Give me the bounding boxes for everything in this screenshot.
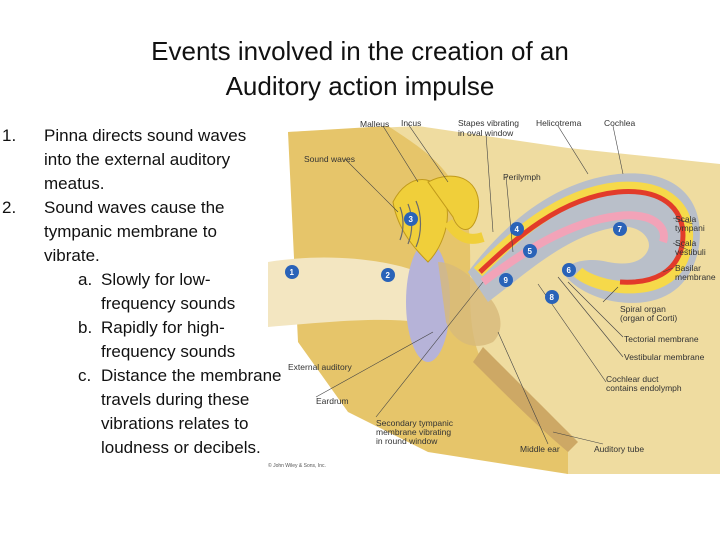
slide-title: Events involved in the creation of an Au… <box>60 34 660 104</box>
item-text-line: Sound waves cause the <box>44 196 310 220</box>
item-text-line: Pinna directs sound waves <box>44 124 310 148</box>
step-badge-6: 6 <box>562 263 576 277</box>
event-list: 1. Pinna directs sound waves into the ex… <box>0 124 310 460</box>
list-item: 1. Pinna directs sound waves into the ex… <box>0 124 310 196</box>
list-item: 2. Sound waves cause the tympanic membra… <box>0 196 310 268</box>
ear-diagram-svg: Malleus Incus Stapes vibrating in oval w… <box>268 112 720 474</box>
sub-item: c. Distance the membrane travels during … <box>0 364 310 460</box>
label-scala-vestibuli-2: vestibuli <box>675 247 706 257</box>
item-number: 1. <box>2 124 16 148</box>
title-line-1: Events involved in the creation of an <box>60 34 660 69</box>
label-stapes-2: in oval window <box>458 128 514 138</box>
step-badge-2: 2 <box>381 268 395 282</box>
sub-item-line: vibrations relates to <box>101 412 310 436</box>
label-stapes-1: Stapes vibrating <box>458 118 519 128</box>
sub-item: a. Slowly for low- frequency sounds <box>0 268 310 316</box>
sub-item-line: frequency sounds <box>101 340 310 364</box>
item-number: 2. <box>2 196 16 220</box>
svg-text:2: 2 <box>386 271 391 280</box>
step-badge-9: 9 <box>499 273 513 287</box>
svg-text:5: 5 <box>528 247 533 256</box>
item-text-line: meatus. <box>44 172 310 196</box>
label-sound-waves: Sound waves <box>304 154 355 164</box>
svg-text:3: 3 <box>409 215 414 224</box>
label-middle-ear: Middle ear <box>520 444 560 454</box>
svg-text:4: 4 <box>515 225 520 234</box>
label-vestibular: Vestibular membrane <box>624 352 705 362</box>
label-cochlear-duct-2: contains endolymph <box>606 383 682 393</box>
step-badge-3: 3 <box>404 212 418 226</box>
ear-diagram: Malleus Incus Stapes vibrating in oval w… <box>268 112 720 474</box>
svg-text:7: 7 <box>618 225 623 234</box>
label-helicotrema: Helicotrema <box>536 118 582 128</box>
title-line-2: Auditory action impulse <box>60 69 660 104</box>
sub-item: b. Rapidly for high- frequency sounds <box>0 316 310 364</box>
label-auditory-tube: Auditory tube <box>594 444 644 454</box>
item-text-line: tympanic membrane to <box>44 220 310 244</box>
sub-item-line: Slowly for low- <box>101 268 310 292</box>
sub-item-line: Distance the membrane <box>101 364 310 388</box>
label-basilar-2: membrane <box>675 272 716 282</box>
label-perilymph: Perilymph <box>503 172 541 182</box>
sub-item-line: travels during these <box>101 388 310 412</box>
label-incus: Incus <box>401 118 421 128</box>
sub-item-line: loudness or decibels. <box>101 436 310 460</box>
svg-text:6: 6 <box>567 266 572 275</box>
copyright-note: © John Wiley & Sons, Inc. <box>268 462 326 469</box>
sub-item-number: a. <box>78 268 92 292</box>
label-spiral-2: (organ of Corti) <box>620 313 677 323</box>
svg-text:9: 9 <box>504 276 509 285</box>
label-scala-tympani-2: tympani <box>675 223 705 233</box>
label-cochlea: Cochlea <box>604 118 635 128</box>
sub-item-line: frequency sounds <box>101 292 310 316</box>
step-badge-7: 7 <box>613 222 627 236</box>
label-secondary-3: in round window <box>376 436 438 446</box>
step-badge-4: 4 <box>510 222 524 236</box>
label-eardrum: Eardrum <box>316 396 349 406</box>
sub-item-number: c. <box>78 364 91 388</box>
sub-item-number: b. <box>78 316 92 340</box>
item-text-line: into the external auditory <box>44 148 310 172</box>
svg-text:8: 8 <box>550 293 555 302</box>
step-badge-8: 8 <box>545 290 559 304</box>
item-text-line: vibrate. <box>44 244 310 268</box>
step-badge-5: 5 <box>523 244 537 258</box>
label-tectorial: Tectorial membrane <box>624 334 699 344</box>
sub-item-line: Rapidly for high- <box>101 316 310 340</box>
label-malleus: Malleus <box>360 119 389 129</box>
